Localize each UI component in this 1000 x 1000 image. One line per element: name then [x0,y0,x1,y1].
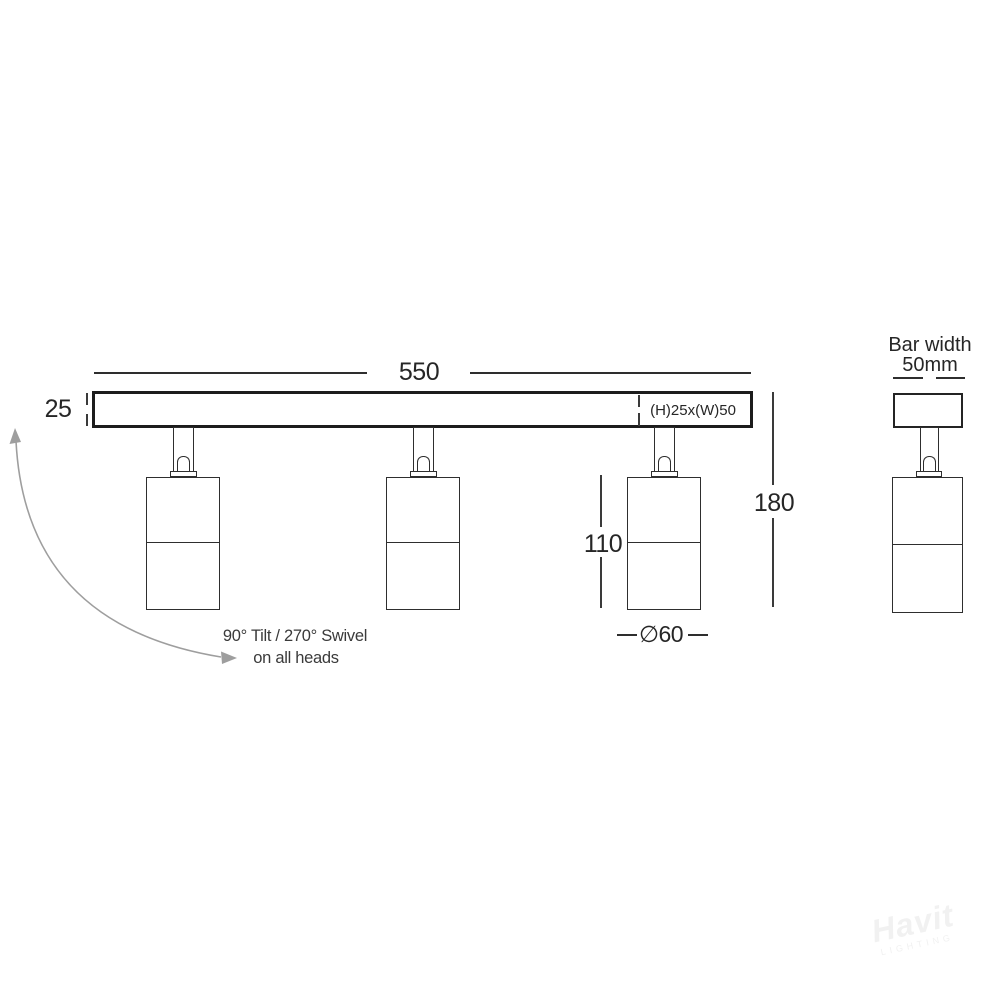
dim-tick-25-bottom [86,414,88,426]
bar-side-view [893,393,963,428]
profile-ref-tick-bottom [638,413,640,426]
head1-seam [147,542,219,544]
side-head-swivel-joint [923,456,936,473]
dim-line-110-bottom [600,557,602,608]
head2-swivel-joint [417,456,430,473]
dim-label-bar-height: 25 [44,395,72,423]
head2-seam [387,542,459,544]
dim-line-550-right [470,372,751,374]
dim-label-head-diameter: ∅60 [638,621,684,647]
dim-line-180-bottom [772,518,774,607]
dim-label-bar-length: 550 [398,358,440,386]
dim-line-550-left [94,372,367,374]
head1-body [146,477,220,610]
dim-line-50-left [893,377,923,379]
bar-profile-label: (H)25x(W)50 [650,402,736,419]
head2-body [386,477,460,610]
note-on-all-heads: on all heads [253,649,339,667]
side-head-body [892,477,963,613]
dim-tick-60-right [688,634,708,636]
side-head-seam [893,544,962,546]
side-head-collar [916,471,942,477]
head3-collar [651,471,678,477]
head3-seam [628,542,700,544]
head3-body [627,477,701,610]
head1-swivel-joint [177,456,190,473]
dim-line-180-top [772,392,774,485]
side-view-title-line2: 50mm [902,354,958,376]
dim-label-head-height: 110 [583,530,623,558]
dim-label-total-height: 180 [753,489,795,517]
head2-collar [410,471,437,477]
head3-swivel-joint [658,456,671,473]
dim-line-110-top [600,475,602,527]
note-tilt-swivel: 90° Tilt / 270° Swivel [222,627,368,645]
profile-ref-tick-top [638,395,640,407]
bar-front-view [92,391,753,428]
dim-tick-60-left [617,634,637,636]
side-view-title-line1: Bar width [888,334,972,356]
dim-tick-25-top [86,393,88,405]
dim-line-50-right [936,377,965,379]
head1-collar [170,471,197,477]
